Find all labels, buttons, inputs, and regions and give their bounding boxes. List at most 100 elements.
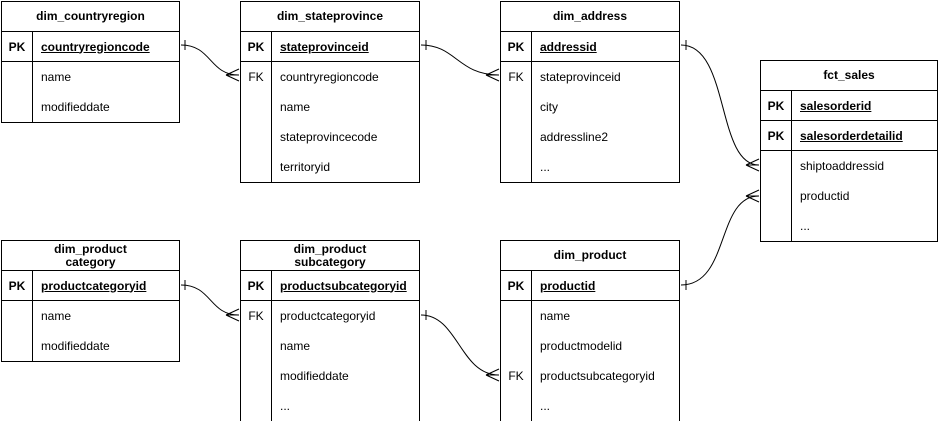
table-row: PK productid	[501, 271, 679, 301]
pk-badge: PK	[8, 39, 26, 54]
relationship-product-fctsales	[680, 189, 760, 290]
pk-badge: PK	[247, 39, 265, 54]
table-row: modifieddate	[241, 361, 419, 391]
table-row: name	[241, 331, 419, 361]
column-name: modifieddate	[41, 339, 110, 353]
pk-badge: PK	[247, 278, 265, 293]
fk-badge: FK	[248, 70, 264, 84]
column-name: name	[41, 70, 72, 84]
table-row: name	[241, 92, 419, 122]
entity-title: dim_countryregion	[2, 2, 179, 32]
table-row: FK productsubcategoryid	[501, 361, 679, 391]
relationship-stateprovince-address	[420, 40, 500, 82]
relationship-productsubcategory-product	[420, 310, 500, 382]
many-marker	[485, 68, 500, 82]
column-name: productcategoryid	[280, 309, 376, 323]
fk-badge: FK	[508, 369, 524, 383]
entity-dim-countryregion: dim_countryregion PK countryregioncode n…	[1, 1, 180, 123]
entity-dim-product-category: dim_product category PK productcategoryi…	[1, 240, 180, 362]
table-row: ...	[761, 211, 937, 241]
entity-title: fct_sales	[761, 61, 937, 91]
table-row: ...	[501, 152, 679, 182]
relationship-countryregion-stateprovince	[180, 40, 240, 82]
entity-fct-sales: fct_sales PK salesorderid PK salesorderd…	[760, 60, 938, 242]
entity-title: dim_product	[501, 241, 679, 271]
table-row: FK stateprovinceid	[501, 62, 679, 92]
key-column-divider	[271, 271, 272, 421]
table-row: PK productcategoryid	[2, 271, 179, 301]
column-name: stateprovincecode	[280, 130, 378, 144]
column-name: name	[280, 100, 311, 114]
key-column-divider	[791, 91, 792, 241]
entity-title: dim_product category	[2, 241, 179, 271]
relationship-address-fctsales	[680, 40, 760, 172]
table-row: PK stateprovinceid	[241, 32, 419, 62]
column-name: addressline2	[540, 130, 609, 144]
many-marker	[225, 68, 240, 82]
column-name: shiptoaddressid	[800, 159, 885, 173]
column-name: modifieddate	[41, 100, 110, 114]
column-name: ...	[540, 399, 551, 413]
relationship-productcategory-productsubcategory	[180, 280, 240, 322]
column-name: productid	[800, 189, 850, 203]
column-name: name	[280, 339, 311, 353]
table-row: FK countryregioncode	[241, 62, 419, 92]
key-column-divider	[531, 32, 532, 182]
key-column-divider	[32, 271, 33, 361]
pk-badge: PK	[8, 278, 26, 293]
column-name: ...	[540, 160, 551, 174]
table-row: territoryid	[241, 152, 419, 182]
column-name: addressid	[540, 39, 597, 54]
entity-title: dim_stateprovince	[241, 2, 419, 32]
column-name: territoryid	[280, 160, 331, 174]
column-name: name	[540, 309, 571, 323]
column-name: modifieddate	[280, 369, 349, 383]
column-name: countryregioncode	[280, 70, 379, 84]
column-name: salesorderdetailid	[800, 128, 903, 143]
column-name: name	[41, 309, 72, 323]
table-row: modifieddate	[2, 331, 179, 361]
many-marker	[745, 189, 760, 203]
table-row: stateprovincecode	[241, 122, 419, 152]
table-row: ...	[241, 391, 419, 421]
fk-badge: FK	[248, 309, 264, 323]
many-marker	[745, 158, 760, 172]
entity-dim-stateprovince: dim_stateprovince PK stateprovinceid FK …	[240, 1, 420, 183]
entity-title: dim_product subcategory	[241, 241, 419, 271]
many-marker	[485, 368, 500, 382]
column-name: ...	[800, 219, 811, 233]
table-row: modifieddate	[2, 92, 179, 122]
column-name: productmodelid	[540, 339, 623, 353]
table-row: productmodelid	[501, 331, 679, 361]
column-name: city	[540, 100, 558, 114]
table-row: city	[501, 92, 679, 122]
table-row: PK productsubcategoryid	[241, 271, 419, 301]
table-row: ...	[501, 391, 679, 421]
pk-badge: PK	[507, 39, 525, 54]
column-name: productid	[540, 278, 596, 293]
column-name: stateprovinceid	[540, 70, 621, 84]
fk-badge: FK	[508, 70, 524, 84]
column-name: productsubcategoryid	[540, 369, 655, 383]
column-name: stateprovinceid	[280, 39, 369, 54]
key-column-divider	[271, 32, 272, 182]
entity-title: dim_address	[501, 2, 679, 32]
table-row: FK productcategoryid	[241, 301, 419, 331]
entity-dim-address: dim_address PK addressid FK stateprovinc…	[500, 1, 680, 183]
column-name: countryregioncode	[41, 39, 150, 54]
table-row: productid	[761, 181, 937, 211]
entity-dim-product-subcategory: dim_product subcategory PK productsubcat…	[240, 240, 420, 421]
table-row: PK salesorderid	[761, 91, 937, 121]
column-name: productcategoryid	[41, 278, 147, 293]
pk-badge: PK	[767, 128, 785, 143]
key-column-divider	[531, 271, 532, 421]
table-row: PK countryregioncode	[2, 32, 179, 62]
many-marker	[225, 308, 240, 322]
table-row: name	[2, 301, 179, 331]
pk-badge: PK	[507, 278, 525, 293]
table-row: addressline2	[501, 122, 679, 152]
column-name: productsubcategoryid	[280, 278, 407, 293]
pk-badge: PK	[767, 98, 785, 113]
column-name: ...	[280, 399, 291, 413]
entity-dim-product: dim_product PK productid name productmod…	[500, 240, 680, 421]
